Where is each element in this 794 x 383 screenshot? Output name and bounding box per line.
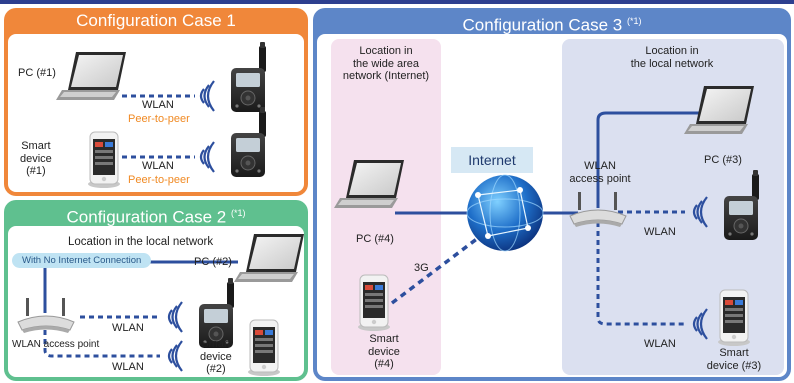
smart-device3-phone-icon	[717, 289, 751, 347]
internet-label: Internet	[451, 147, 533, 173]
case1-peer-label-1: Peer-to-peer	[128, 113, 190, 125]
case3-ap-label: WLAN access point	[569, 160, 631, 185]
case2-location-label: Location in the local network	[68, 236, 214, 248]
smart-device3-label: Smart device (#3)	[706, 347, 762, 372]
case1-wlan-label-2: WLAN	[142, 160, 174, 172]
pc1-label: PC (#1)	[18, 67, 56, 79]
case2-title: Configuration Case 2	[66, 207, 227, 227]
wifi-icon	[167, 300, 184, 334]
case2-title-row: Configuration Case 2 (*1)	[4, 200, 308, 227]
smart-device4-label: Smart device (#4)	[368, 333, 400, 371]
case2-footnote-mark: (*1)	[230, 208, 246, 218]
wifi-icon	[167, 339, 184, 373]
wifi-icon	[692, 307, 709, 341]
threeg-label: 3G	[414, 262, 429, 274]
pc3-wired-link	[596, 111, 700, 208]
case1-peer-label-2: Peer-to-peer	[128, 174, 190, 186]
pc1-laptop-icon	[56, 52, 126, 100]
no-internet-badge: With No Internet Connection	[12, 253, 152, 268]
wan-location-label: Location in the wide area network (Inter…	[342, 45, 430, 83]
case3-footnote-mark: (*1)	[626, 16, 642, 26]
lan-location-label: Location in the local network	[630, 45, 714, 70]
pc4-label: PC (#4)	[356, 233, 394, 245]
recorder-device-icon	[230, 41, 267, 113]
case3-wlan-link-2	[596, 222, 685, 326]
case2-wlan-label-1: WLAN	[112, 322, 144, 334]
smart-device1-phone-icon	[87, 131, 121, 189]
top-accent-bar	[0, 0, 794, 4]
smart-device4-phone-icon	[357, 274, 391, 332]
case3-title: Configuration Case 3	[462, 15, 623, 35]
recorder-device-icon	[230, 106, 267, 178]
smart-device2-phone-icon	[247, 319, 281, 377]
case2-wlan-link-2	[43, 330, 160, 358]
wifi-icon	[692, 195, 709, 229]
pc4-laptop-icon	[334, 160, 404, 208]
smart-device1-label: Smart device (#1)	[20, 140, 52, 178]
pc2-label: PC (#2)	[194, 256, 232, 268]
smart-device2-label: Smart device (#2)	[200, 338, 232, 376]
recorder-device-icon	[723, 169, 760, 241]
internet-globe-icon	[466, 174, 544, 252]
case2-ap-label: WLAN access point	[12, 339, 100, 350]
wifi-icon	[199, 79, 216, 113]
pc2-laptop-icon	[234, 234, 304, 282]
case3-title-row: Configuration Case 3 (*1)	[313, 8, 791, 35]
threeg-link	[390, 236, 480, 305]
case3-wlan-label-1: WLAN	[644, 226, 676, 238]
case1-title: Configuration Case 1	[76, 11, 236, 30]
pc3-label: PC (#3)	[704, 154, 742, 166]
pc3-laptop-icon	[684, 86, 754, 134]
case2-wlan-label-2: WLAN	[112, 361, 144, 373]
case2-panel: Configuration Case 2 (*1)	[4, 200, 308, 381]
case1-wlan-label-1: WLAN	[142, 99, 174, 111]
wifi-icon	[199, 140, 216, 174]
case3-wlan-label-2: WLAN	[644, 338, 676, 350]
